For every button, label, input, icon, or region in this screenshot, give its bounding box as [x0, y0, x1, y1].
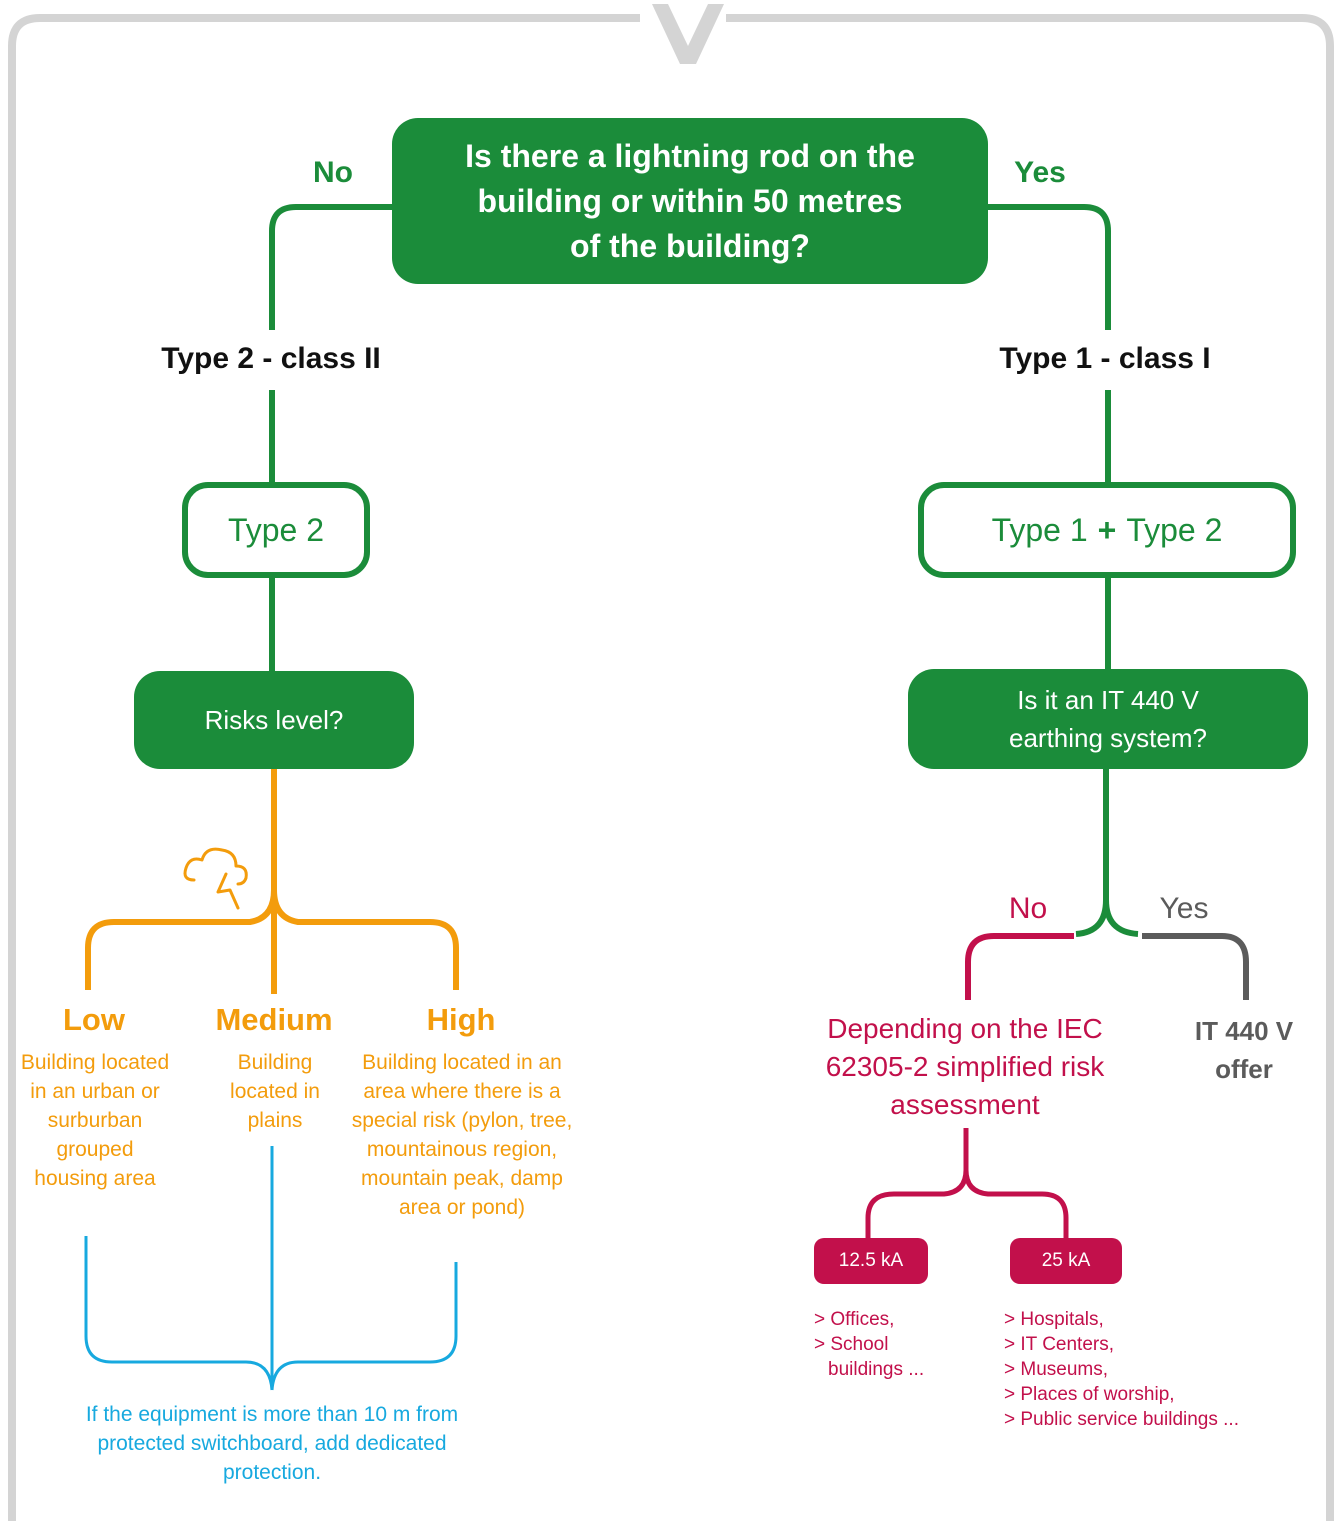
list-item: > Hospitals,	[1004, 1309, 1104, 1330]
type2-box: Type 2	[182, 482, 370, 578]
type1-class1-heading: Type 1 - class I	[999, 342, 1211, 375]
list-item: > Places of worship,	[1004, 1384, 1175, 1405]
risks-level-question: Risks level?	[134, 671, 414, 769]
risk-level-high-desc: Building located in an area where there …	[351, 1051, 573, 1219]
type2-class2-heading: Type 2 - class II	[161, 342, 381, 375]
branch-yes-label: Yes	[1014, 156, 1066, 189]
plus-sign: +	[1097, 511, 1117, 548]
lightning-rod-question: Is there a lightning rod on the building…	[392, 118, 988, 284]
iec-risk-assessment: Depending on the IEC 62305-2 simplified …	[825, 1013, 1105, 1120]
it-no-label: No	[1008, 892, 1048, 925]
storm-cloud-icon	[183, 847, 248, 910]
rating-12-5ka-list: > Offices, > School buildings ...	[814, 1307, 924, 1382]
rating-12-5ka-value: 12.5 kA	[838, 1250, 904, 1271]
type2-label: Type 2	[1126, 511, 1223, 548]
list-item: > Offices,	[814, 1309, 895, 1330]
list-item: > Public service buildings ...	[1004, 1409, 1239, 1430]
outer-frame	[8, 14, 1334, 1521]
risk-level-high-title: High	[426, 1002, 496, 1037]
rating-25ka-value: 25 kA	[1041, 1250, 1091, 1271]
type2-box-label: Type 2	[227, 511, 325, 548]
it-yes-label: Yes	[1159, 892, 1209, 925]
it-earthing-question: Is it an IT 440 V earthing system?	[908, 669, 1308, 769]
chevron-down-icon	[652, 4, 724, 64]
rating-25ka-list: > Hospitals, > IT Centers, > Museums, > …	[1004, 1307, 1239, 1432]
type1-type2-box: Type 1 + Type 2	[918, 482, 1296, 578]
list-item: > IT Centers,	[1004, 1334, 1115, 1355]
risk-level-medium-title: Medium	[215, 1002, 333, 1037]
risks-level-text: Risks level?	[204, 704, 344, 735]
list-item: > School	[814, 1334, 889, 1355]
rating-25ka-badge: 25 kA	[1010, 1238, 1122, 1284]
it-440v-offer: IT 440 V offer	[1194, 1016, 1294, 1084]
risk-level-medium-desc: Building located in plains	[230, 1051, 320, 1132]
list-item: > Museums,	[1004, 1359, 1109, 1380]
it-earthing-text: Is it an IT 440 V earthing system?	[1009, 685, 1207, 753]
dedicated-protection-note: If the equipment is more than 10 m from …	[85, 1403, 459, 1484]
risk-level-low-title: Low	[63, 1002, 125, 1037]
branch-no-label: No	[313, 156, 353, 189]
list-item: buildings ...	[828, 1359, 925, 1380]
rating-12-5ka-badge: 12.5 kA	[814, 1238, 928, 1284]
lightning-rod-question-text: Is there a lightning rod on the building…	[465, 137, 915, 264]
type1-label: Type 1	[991, 511, 1088, 548]
risk-level-low-desc: Building located in an urban or surburba…	[20, 1051, 170, 1190]
